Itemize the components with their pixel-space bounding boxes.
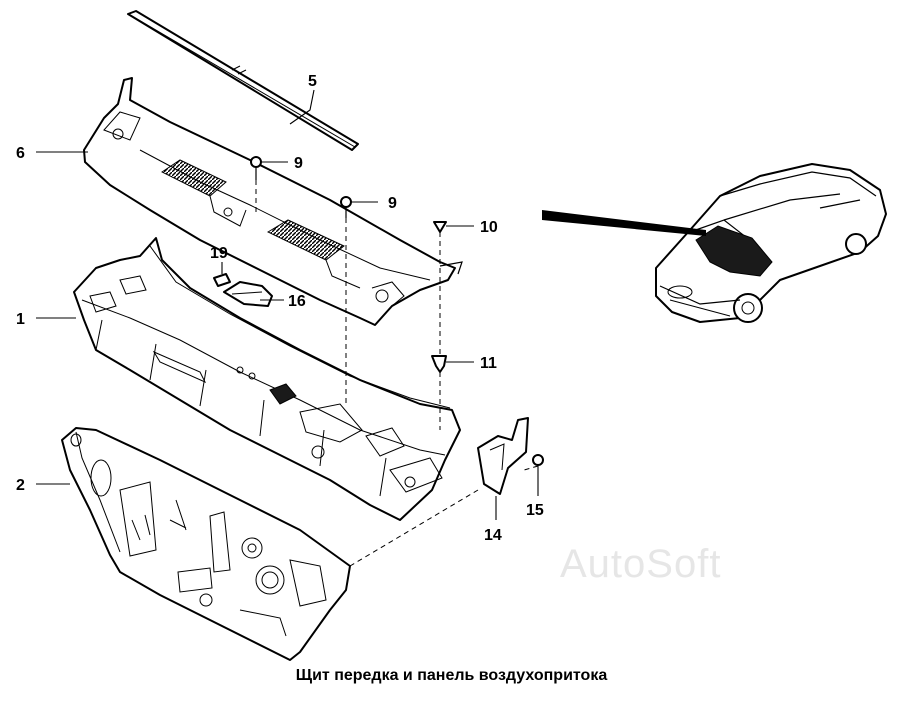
- bolt-part-9-upper: [250, 156, 262, 180]
- leader-lines: [36, 89, 539, 520]
- location-pointer: [542, 210, 706, 236]
- screw-part-10: [433, 221, 447, 233]
- watermark: AutoSoft: [560, 542, 722, 586]
- car-location-illustration: [655, 163, 887, 323]
- callout-14: 14: [484, 527, 502, 544]
- callout-19: 19: [210, 245, 228, 262]
- callout-16: 16: [288, 293, 306, 310]
- callout-11: 11: [480, 355, 497, 372]
- callout-2: 2: [16, 477, 25, 494]
- clip-part-19: [213, 273, 231, 287]
- callout-9-lower: 9: [388, 195, 397, 212]
- bracket-part-16: [223, 281, 273, 307]
- callout-10: 10: [480, 219, 498, 236]
- clip-part-11: [431, 355, 447, 373]
- callout-6: 6: [16, 145, 25, 162]
- callout-1: 1: [16, 311, 25, 328]
- diagram-caption: Щит передка и панель воздухопритока: [295, 667, 608, 684]
- callout-9-upper: 9: [294, 155, 303, 172]
- weatherstrip-part-5: [127, 10, 359, 151]
- cowl-panel-part-1: [73, 237, 461, 521]
- firewall-panel-part-2: [61, 427, 351, 661]
- callout-5: 5: [308, 73, 317, 90]
- callout-15: 15: [526, 502, 544, 519]
- assembly-lines: [255, 180, 539, 567]
- bolt-part-9-lower: [340, 196, 352, 218]
- bracket-part-14: [477, 417, 529, 495]
- cowl-vent-panel-part-6: [83, 77, 463, 326]
- nut-part-15: [532, 454, 544, 466]
